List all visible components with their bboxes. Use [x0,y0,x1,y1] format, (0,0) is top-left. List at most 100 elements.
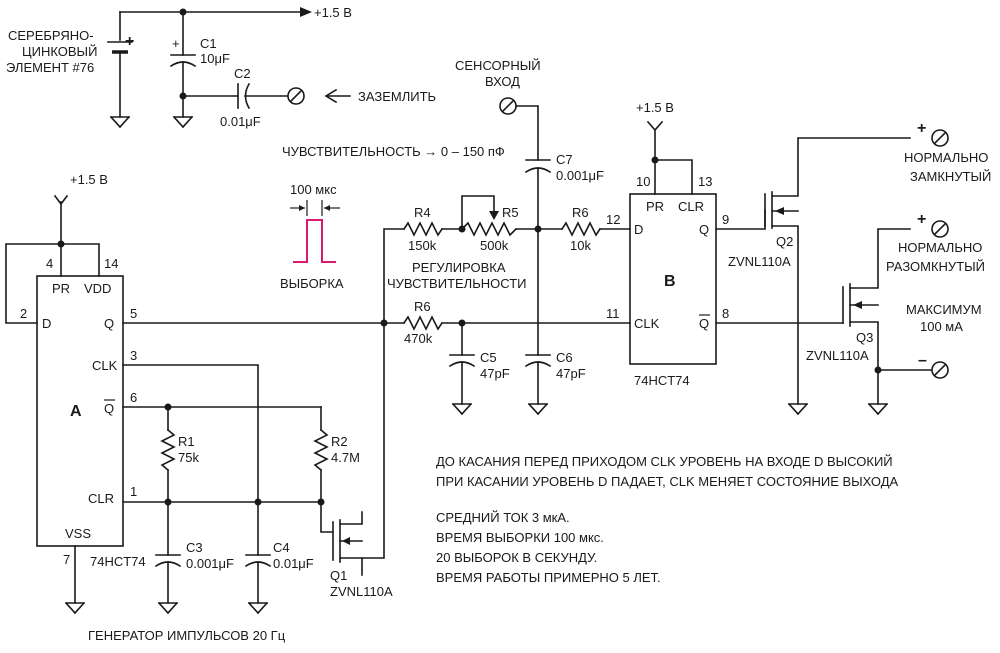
r2-value: 4.7M [331,450,360,465]
c1-name: C1 [200,36,217,51]
c7-value: 0.001μF [556,168,604,183]
r6a-value: 10k [570,238,591,253]
minus: – [918,352,927,369]
nc-label-2: ЗАМКНУТЫЙ [910,169,991,184]
generator-label: ГЕНЕРАТОР ИМПУЛЬСОВ 20 Гц [88,628,286,643]
b-q: Q [699,222,709,237]
c1-plus: + [172,36,180,51]
a-pin3: 3 [130,348,137,363]
output-stage: + Q2 ZVNL110A НОРМАЛЬНО ЗАМКНУТЫЙ + – Q3… [715,120,991,415]
b-pr: PR [646,199,664,214]
note-1: ДО КАСАНИЯ ПЕРЕД ПРИХОДОМ CLK УРОВЕНЬ НА… [436,454,893,469]
r6b-name: R6 [414,299,431,314]
c6-value: 47pF [556,366,586,381]
battery-plus: + [125,33,134,50]
c7-name: C7 [556,152,573,167]
r5-name: R5 [502,205,519,220]
c4-value: 0.01μF [273,556,314,571]
a-pin14: 14 [104,256,118,271]
sample-pulse: 100 мкс ВЫБОРКА [280,182,344,291]
c6-name: C6 [556,350,573,365]
sensor-label-1: СЕНСОРНЫЙ [455,58,541,73]
note-5: 20 ВЫБОРОК В СЕКУНДУ. [436,550,597,565]
q2-name: Q2 [776,234,793,249]
b-clk: CLK [634,316,660,331]
b-pin10: 10 [636,174,650,189]
vdd-b-label: +1.5 В [636,100,674,115]
b-qbar: Q [699,316,709,331]
c2-name: C2 [234,66,251,81]
c3-name: C3 [186,540,203,555]
battery-label-3: ЭЛЕМЕНТ #76 [6,60,94,75]
battery-label-2: ЦИНКОВЫЙ [22,44,97,59]
chip-b: +1.5 В 10 13 PR CLR D Q B CLK Q 74HCT74 … [629,100,729,388]
note-3: СРЕДНИЙ ТОК 3 мкА. [436,510,570,525]
c1-value: 10μF [200,51,230,66]
r1-value: 75k [178,450,199,465]
r4-value: 150k [408,238,437,253]
note-4: ВРЕМЯ ВЫБОРКИ 100 мкс. [436,530,604,545]
b-pin9: 9 [722,212,729,227]
note-6: ВРЕМЯ РАБОТЫ ПРИМЕРНО 5 ЛЕТ. [436,570,661,585]
ground-label: ЗАЗЕМЛИТЬ [358,89,436,104]
adjust-label-1: РЕГУЛИРОВКА [412,260,506,275]
q1-name: Q1 [330,568,347,583]
c3-value: 0.001μF [186,556,234,571]
notes: ДО КАСАНИЯ ПЕРЕД ПРИХОДОМ CLK УРОВЕНЬ НА… [436,454,899,585]
rail-label: +1.5 В [314,5,352,20]
q1-part: ZVNL110A [330,584,393,599]
b-d: D [634,222,643,237]
b-letter: B [664,273,676,290]
a-qbar: Q [104,401,114,416]
a-pin4: 4 [46,256,53,271]
a-letter: A [70,403,82,420]
b-clr: CLR [678,199,704,214]
note-2: ПРИ КАСАНИИ УРОВЕНЬ D ПАДАЕТ, CLK МЕНЯЕТ… [436,474,899,489]
r6b-value: 470k [404,331,433,346]
r4-name: R4 [414,205,431,220]
sensitivity-label: ЧУВСТВИТЕЛЬНОСТЬ → 0 – 150 пФ [282,144,505,159]
c5-value: 47pF [480,366,510,381]
q3-name: Q3 [856,330,873,345]
no-label-2: РАЗОМКНУТЫЙ [886,259,985,274]
vdd-a-label: +1.5 В [70,172,108,187]
a-d: D [42,316,51,331]
max-label-2: 100 мА [920,319,963,334]
a-clr: CLR [88,491,114,506]
b-pin13: 13 [698,174,712,189]
max-label-1: МАКСИМУМ [906,302,982,317]
nc-plus: + [917,120,926,137]
a-vss: VSS [65,526,91,541]
adjust-label-2: ЧУВСТВИТЕЛЬНОСТИ [387,276,527,291]
battery-label-1: СЕРЕБРЯНО- [8,28,94,43]
nc-label-1: НОРМАЛЬНО [904,150,988,165]
a-q: Q [104,316,114,331]
pulse-width-label: 100 мкс [290,182,337,197]
q2-part: ZVNL110A [728,254,791,269]
a-pr: PR [52,281,70,296]
b-part: 74HCT74 [634,373,690,388]
sample-label: ВЫБОРКА [280,276,344,291]
a-pin1: 1 [130,484,137,499]
a-pin7: 7 [63,552,70,567]
a-pin6: 6 [130,390,137,405]
supply-section: +1.5 В + СЕРЕБРЯНО- ЦИНКОВЫЙ ЭЛЕМЕНТ #76… [6,5,436,129]
a-part: 74HCT74 [90,554,146,569]
c4-name: C4 [273,540,290,555]
a-clk: CLK [92,358,118,373]
b-pin11: 11 [606,306,620,321]
oscillator-network: R1 75k C3 0.001μF C4 0.01μF R2 4.7M [122,319,393,614]
sensor-label-2: ВХОД [485,74,520,89]
b-pin8: 8 [722,306,729,321]
r5-value: 500k [480,238,509,253]
a-pin5: 5 [130,306,137,321]
c5-name: C5 [480,350,497,365]
r6a-name: R6 [572,205,589,220]
r2-name: R2 [331,434,348,449]
c2-value: 0.01μF [220,114,261,129]
b-pin12: 12 [606,212,620,227]
no-label-1: НОРМАЛЬНО [898,240,982,255]
r1-name: R1 [178,434,195,449]
q3-part: ZVNL110A [806,348,869,363]
